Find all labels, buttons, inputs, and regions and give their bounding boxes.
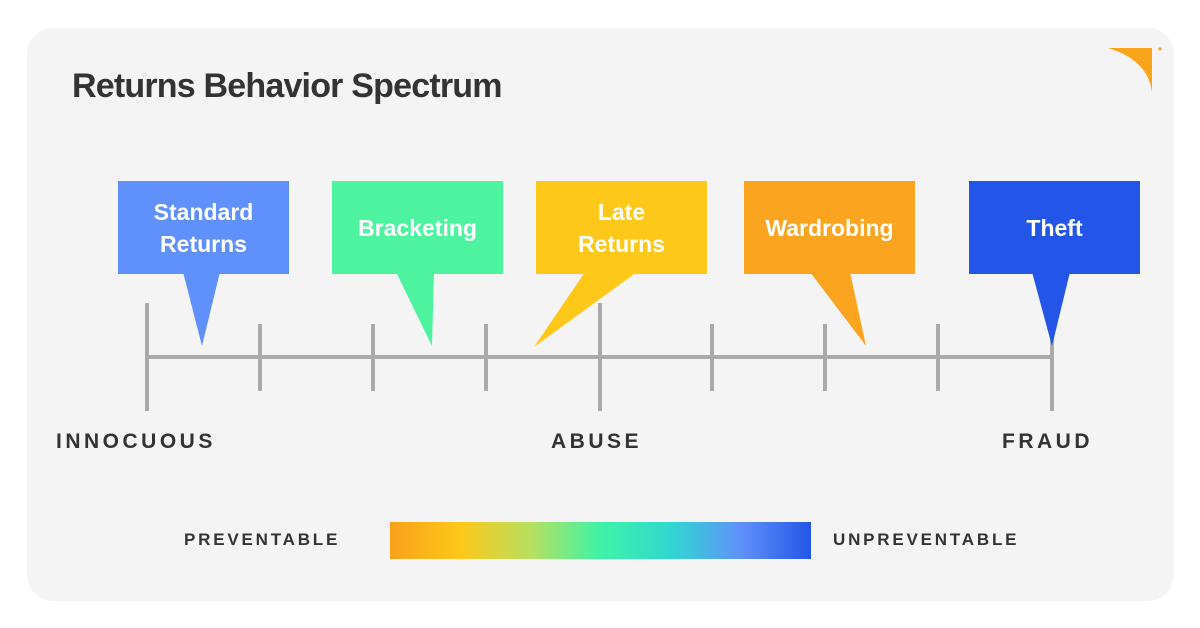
callout-standard-returns: Standard Returns	[153, 198, 254, 257]
callout-theft: Theft	[1026, 214, 1083, 241]
callout-bracketing-shape	[332, 181, 503, 346]
scale-label-innocuous: INNOCUOUS	[56, 430, 216, 453]
callout-theft-shape	[969, 181, 1140, 346]
brand-logo-icon	[1108, 47, 1162, 92]
callout-wardrobing: Wardrobing	[765, 214, 894, 241]
spectrum-axis	[145, 303, 1054, 411]
legend-label-unpreventable: UNPREVENTABLE	[833, 530, 1020, 549]
callout-bracketing: Bracketing	[358, 214, 477, 241]
preventability-gradient-bar	[390, 522, 811, 559]
page-title: Returns Behavior Spectrum	[72, 67, 502, 105]
callout-standard-returns-shape	[118, 181, 289, 346]
legend-label-preventable: PREVENTABLE	[184, 530, 341, 549]
callout-late-returns: Late Returns	[578, 198, 665, 257]
callout-late-returns-shape	[534, 181, 707, 347]
scale-label-fraud: FRAUD	[1002, 430, 1093, 453]
scale-label-abuse: ABUSE	[551, 430, 643, 453]
callout-wardrobing-shape	[744, 181, 915, 346]
